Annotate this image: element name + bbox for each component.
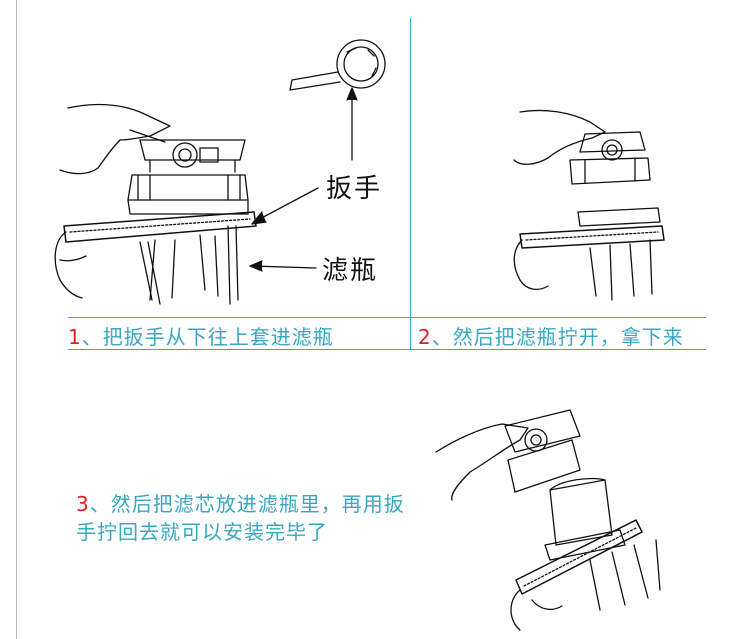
step3-illustration [435,409,661,631]
wrench-tool-icon [289,39,386,91]
step2-text: 、然后把滤瓶拧开，拿下来 [431,325,684,349]
step1-number: 1 [68,325,82,349]
step2-illustration [513,109,665,301]
caption-rule-bottom [68,349,706,350]
step3-caption: 3、然后把滤芯放进滤瓶里，再用扳手拧回去就可以安装完毕了 [76,490,416,546]
caption-rule-top [68,317,706,318]
bottle-label: 滤瓶 [322,256,379,286]
step2-caption: 2、然后把滤瓶拧开，拿下来 [418,321,684,350]
step1-caption: 1、把扳手从下往上套进滤瓶 [68,321,334,350]
step2-number: 2 [418,325,432,349]
step3-number: 3 [76,492,90,516]
page-border-line [16,0,17,639]
wrench-label: 扳手 [326,174,383,204]
step3-text: 、然后把滤芯放进滤瓶里，再用扳手拧回去就可以安装完毕了 [76,492,405,544]
panel-divider-vertical [410,18,411,350]
step1-illustration [54,103,257,305]
step1-text: 、把扳手从下往上套进滤瓶 [81,325,334,349]
